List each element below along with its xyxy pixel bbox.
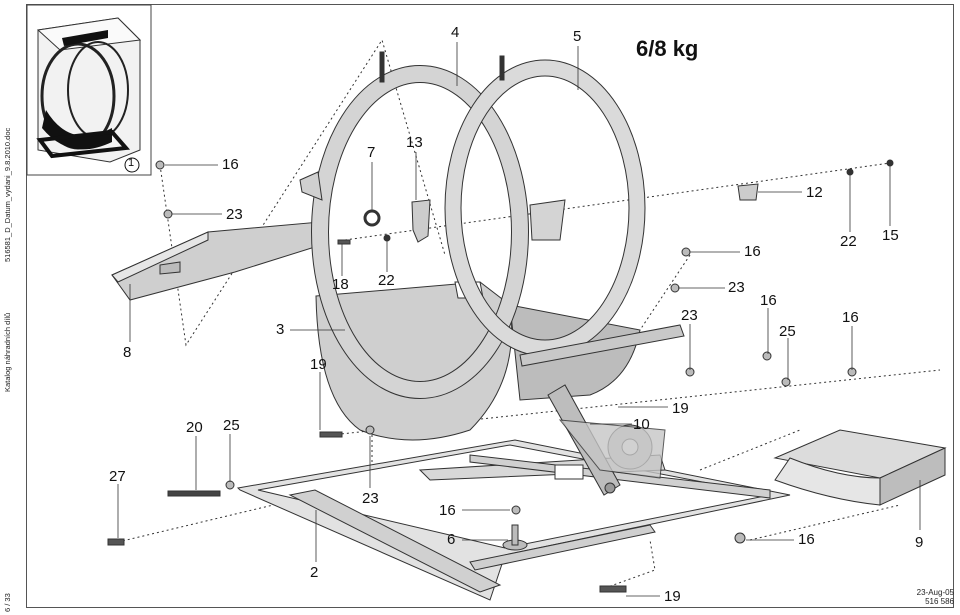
shelf-bracket bbox=[111, 221, 321, 301]
revision-stamp: 23-Aug-05 516 586 bbox=[896, 588, 954, 606]
capacity-title: 6/8 kg bbox=[636, 36, 699, 61]
callout-23c: 23 bbox=[681, 307, 698, 324]
callout-20: 20 bbox=[186, 419, 203, 436]
callout-19b: 19 bbox=[672, 400, 689, 417]
inset-view-badge: 1 bbox=[128, 157, 135, 169]
callout-23b: 23 bbox=[728, 279, 745, 296]
base-frame bbox=[236, 439, 791, 601]
revision-date: 23-Aug-05 bbox=[916, 588, 954, 597]
callout-25b: 25 bbox=[223, 417, 240, 434]
leader-lines bbox=[117, 42, 921, 597]
callout-23a: 23 bbox=[226, 206, 243, 223]
callout-22b: 22 bbox=[378, 272, 395, 289]
callout-6: 6 bbox=[447, 531, 456, 548]
callout-7: 7 bbox=[367, 144, 376, 161]
callout-12: 12 bbox=[806, 184, 823, 201]
document-number: 516 586 bbox=[925, 597, 954, 607]
fasteners bbox=[107, 159, 894, 593]
callout-16d: 16 bbox=[842, 309, 859, 326]
callout-19c: 19 bbox=[664, 588, 681, 605]
callout-9: 9 bbox=[915, 534, 924, 551]
back-ring bbox=[444, 55, 685, 367]
callout-13: 13 bbox=[406, 134, 423, 151]
callout-15: 15 bbox=[882, 227, 899, 244]
callout-16e: 16 bbox=[439, 502, 456, 519]
foam-block bbox=[773, 429, 947, 506]
callout-10: 10 bbox=[633, 416, 650, 433]
callout-16b: 16 bbox=[744, 243, 761, 260]
callout-8: 8 bbox=[123, 344, 132, 361]
callout-19a: 19 bbox=[310, 356, 327, 373]
callout-16a: 16 bbox=[222, 156, 239, 173]
callout-27: 27 bbox=[109, 468, 126, 485]
callout-2: 2 bbox=[310, 564, 319, 581]
callout-16f: 16 bbox=[798, 531, 815, 548]
callout-18: 18 bbox=[332, 276, 349, 293]
callout-5: 5 bbox=[573, 28, 582, 45]
callout-22a: 22 bbox=[840, 233, 857, 250]
callout-23d: 23 bbox=[362, 490, 379, 507]
front-ring bbox=[299, 51, 529, 399]
inset-thumbnail bbox=[26, 4, 152, 176]
drawing-frame bbox=[26, 4, 954, 608]
callout-16c: 16 bbox=[760, 292, 777, 309]
hinge-strut bbox=[547, 384, 666, 496]
callout-3: 3 bbox=[276, 321, 285, 338]
callout-4: 4 bbox=[451, 24, 460, 41]
callout-25a: 25 bbox=[779, 323, 796, 340]
